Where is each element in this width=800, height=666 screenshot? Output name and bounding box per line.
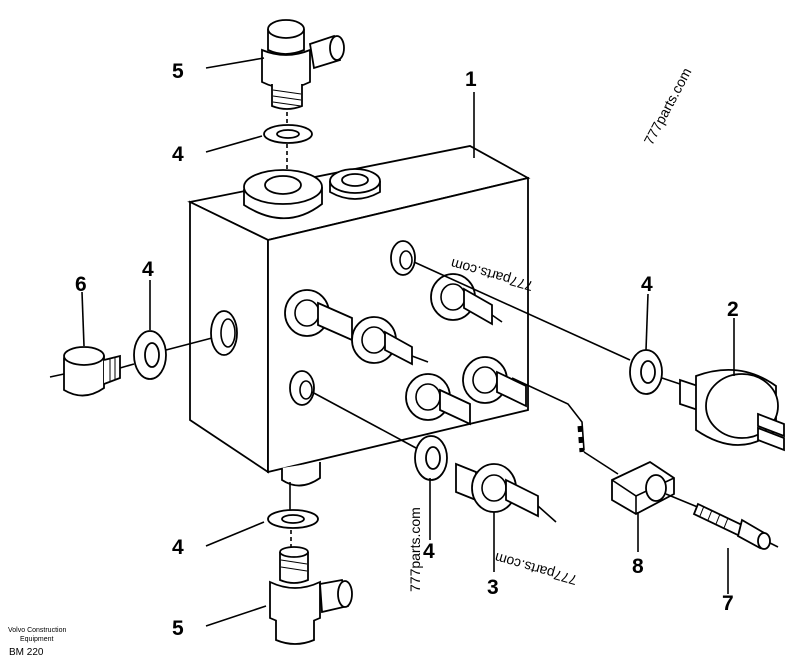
callout-3: 3 xyxy=(487,576,499,599)
block-ports xyxy=(210,240,416,406)
left-axis-line xyxy=(49,373,65,378)
callout-2: 2 xyxy=(727,298,739,321)
callout-4-right: 4 xyxy=(641,273,653,296)
lower-sensor-axis xyxy=(311,391,417,449)
plug xyxy=(63,346,121,397)
watermark-vertical: 777parts.com xyxy=(407,507,423,592)
callout-5-bottom: 5 xyxy=(172,617,184,640)
sensor-axis-line-b xyxy=(661,377,681,385)
top-port-nut xyxy=(243,168,381,220)
probe-tip xyxy=(769,542,779,548)
callout-4-lower: 4 xyxy=(423,540,435,563)
callout-7: 7 xyxy=(722,592,734,615)
callout-4-top: 4 xyxy=(172,143,184,166)
footer-company-line2: Equipment xyxy=(20,636,54,643)
probe xyxy=(692,502,771,550)
right-seal xyxy=(629,349,663,395)
cable-end xyxy=(583,451,619,475)
footer-ref: BM 220 xyxy=(9,647,44,658)
watermark-top-right: 777parts.com xyxy=(641,65,695,147)
bottom-seal xyxy=(267,509,319,529)
callout-4-bottom: 4 xyxy=(172,536,184,559)
watermark-bottom: 777parts.com xyxy=(493,550,579,589)
lower-seal xyxy=(414,435,448,481)
cable-route xyxy=(511,377,585,451)
top-seal xyxy=(263,124,313,144)
bottom-fitting xyxy=(269,546,353,645)
sensor-axis-line xyxy=(413,261,631,361)
leader-lines xyxy=(81,57,735,627)
left-axis-mid xyxy=(119,363,135,369)
pressure-sensor xyxy=(679,369,785,452)
connector xyxy=(611,460,675,516)
callout-4-left: 4 xyxy=(142,258,154,281)
left-seal xyxy=(133,330,167,380)
footer-company-line1: Volvo Construction xyxy=(8,627,66,634)
callout-8: 8 xyxy=(632,555,644,578)
callout-5-top: 5 xyxy=(172,60,184,83)
left-axis-block xyxy=(165,337,213,351)
top-fitting xyxy=(261,19,345,110)
cable-dashed xyxy=(577,425,585,453)
callout-1: 1 xyxy=(465,68,477,91)
probe-axis xyxy=(665,493,701,509)
callout-6: 6 xyxy=(75,273,87,296)
lower-sensor xyxy=(455,462,557,523)
cartridge-valves xyxy=(284,273,527,426)
